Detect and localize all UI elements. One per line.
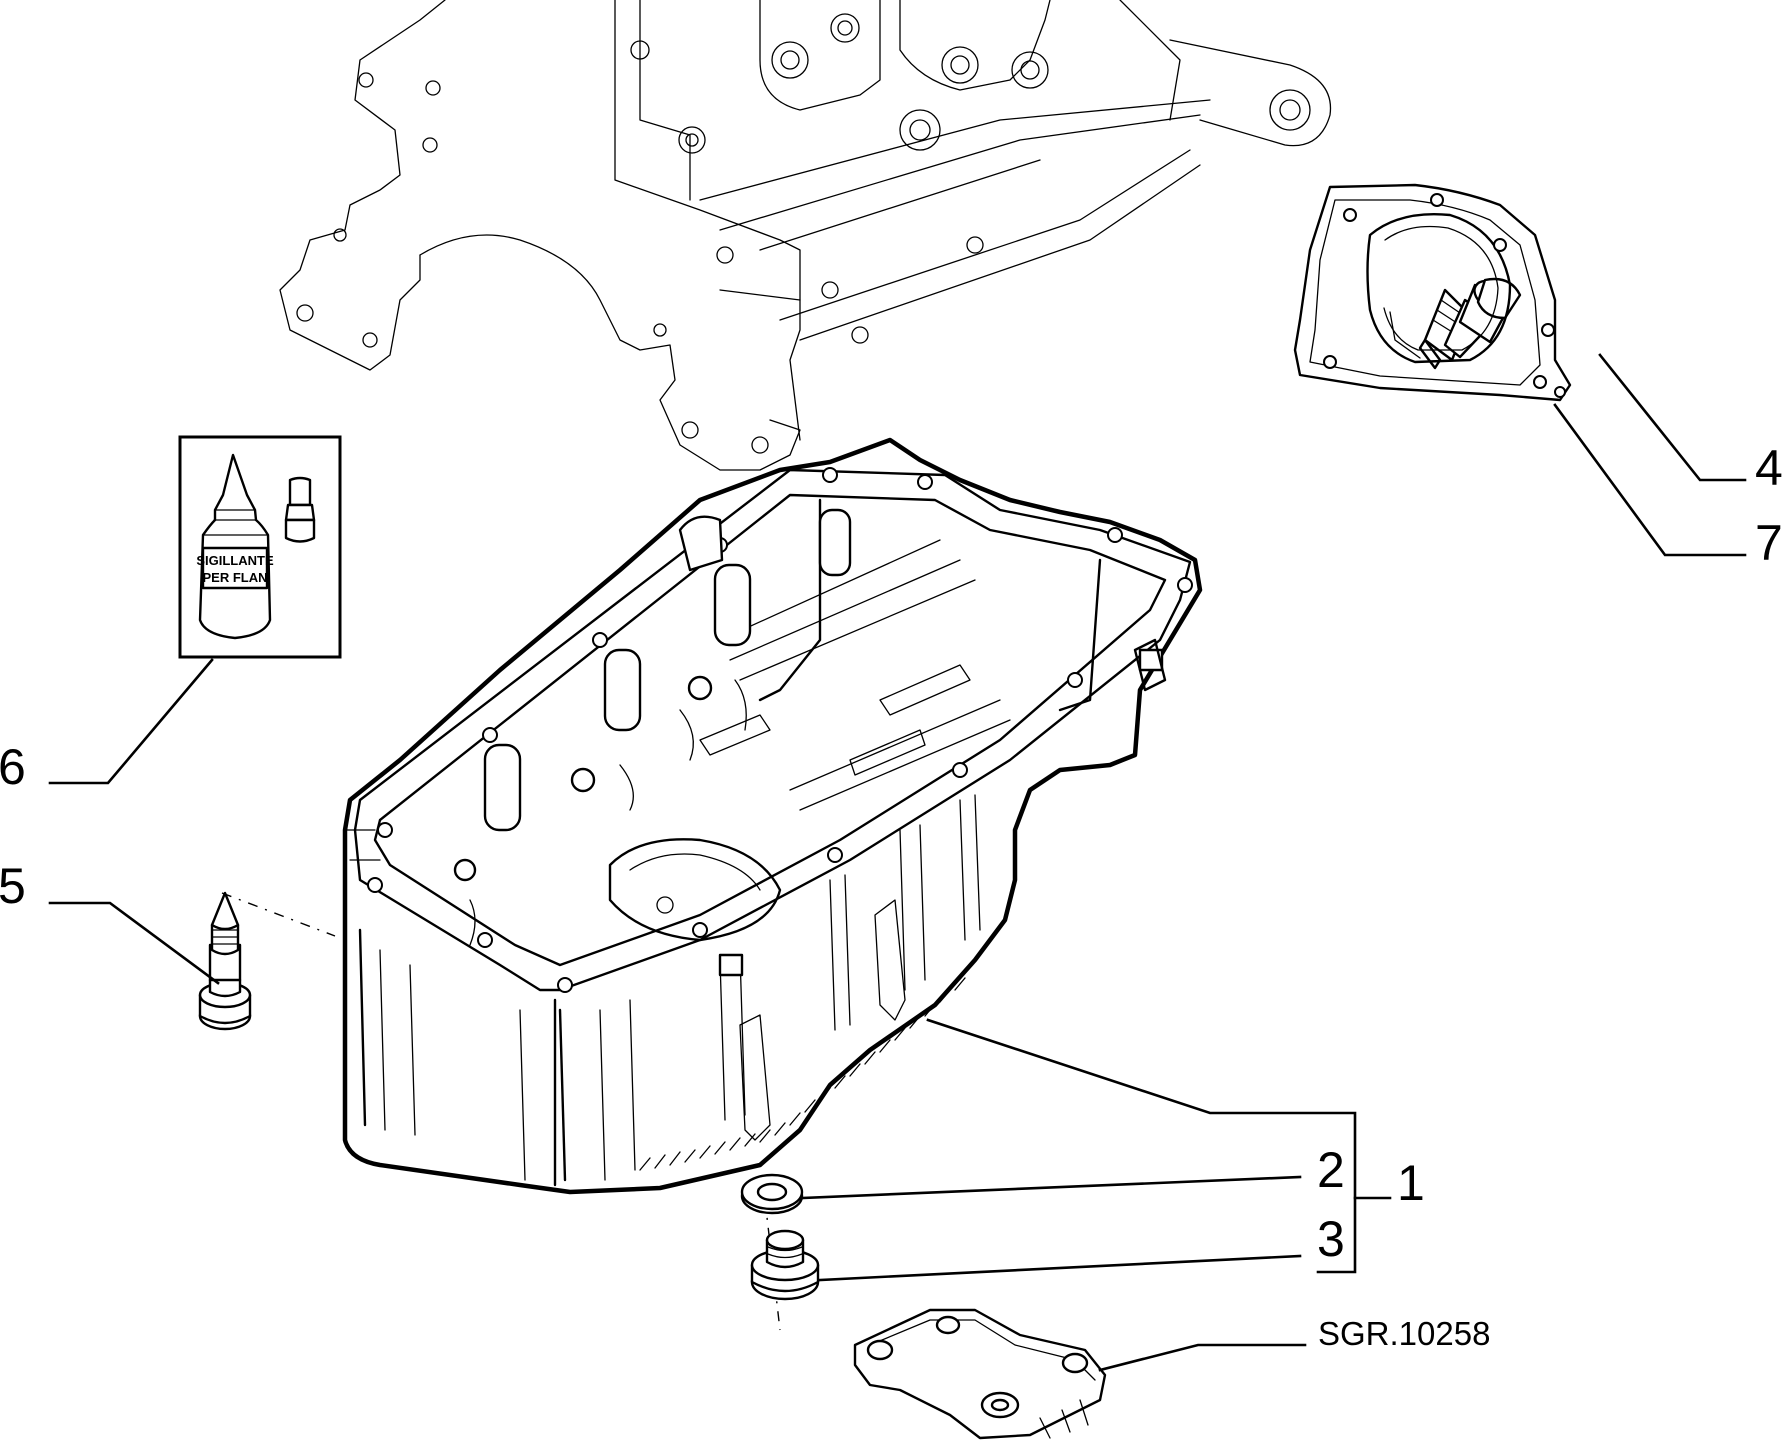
sealant-kit-part-6: SIGILLANTE PER FLAN bbox=[178, 435, 342, 659]
callout-labels: 4 7 6 5 2 3 1 SGR.10258 bbox=[0, 440, 1783, 1352]
seal-cover-part-7 bbox=[1293, 183, 1572, 402]
sealant-kit-frame bbox=[178, 435, 342, 659]
callout-2: 2 bbox=[1317, 1142, 1345, 1198]
leader-lines bbox=[48, 353, 1747, 1372]
callout-1: 1 bbox=[1397, 1155, 1425, 1211]
bottle-label-line1: SIGILLANTE bbox=[196, 553, 274, 568]
skid-plate bbox=[853, 1308, 1107, 1440]
drain-plug bbox=[750, 1229, 820, 1301]
screw-part-5 bbox=[198, 891, 252, 1031]
callout-5: 5 bbox=[0, 858, 26, 914]
drain-washer bbox=[740, 1173, 804, 1215]
callout-7: 7 bbox=[1755, 515, 1783, 571]
bottle-label bbox=[201, 546, 269, 590]
bottle-label-line2: PER FLAN bbox=[203, 570, 268, 585]
oil-pan bbox=[342, 437, 1203, 1195]
callout-6: 6 bbox=[0, 739, 26, 795]
engine-block bbox=[279, 0, 1332, 471]
reference-code: SGR.10258 bbox=[1318, 1315, 1490, 1352]
assembly-axis-line bbox=[221, 892, 336, 937]
callout-3: 3 bbox=[1317, 1211, 1345, 1267]
callout-4: 4 bbox=[1755, 440, 1783, 496]
